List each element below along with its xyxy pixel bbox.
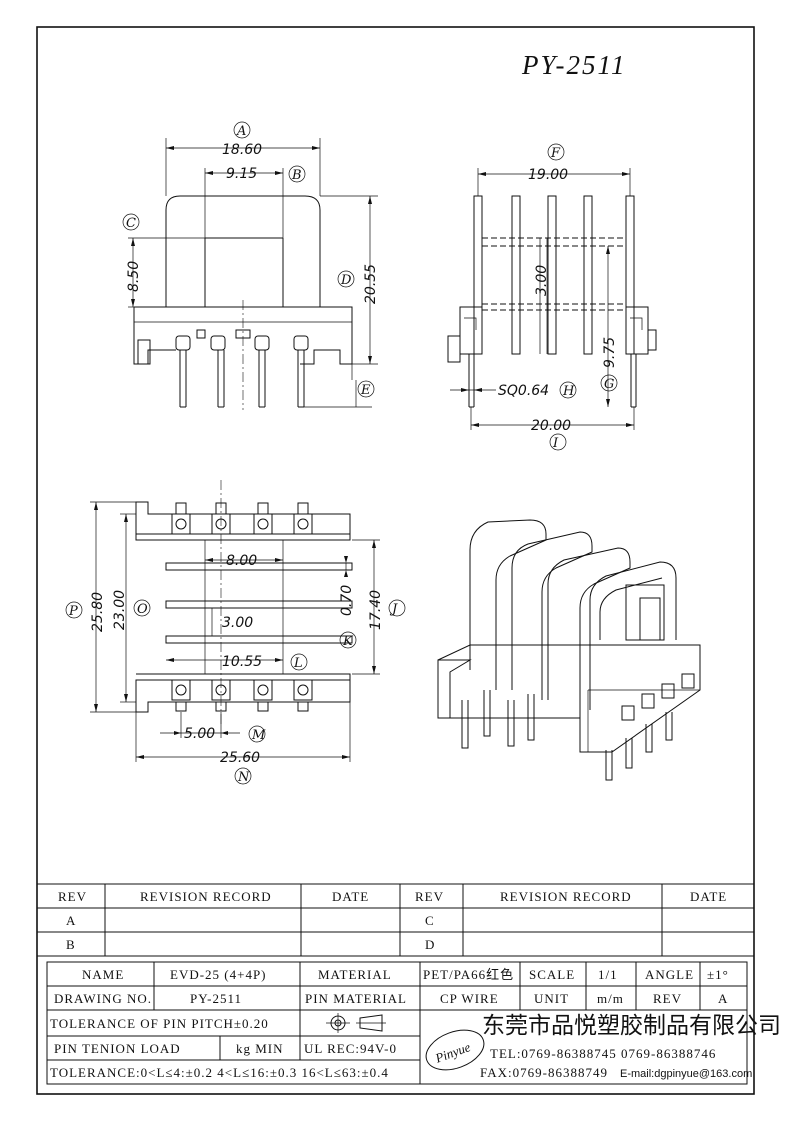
company-name-cn: 东莞市品悦塑胶制品有限公司 (482, 1012, 781, 1038)
dim-i-value: 20.00 (531, 418, 571, 434)
rev-label: REV (653, 991, 682, 1006)
scale-label: SCALE (529, 967, 575, 982)
spec-table: NAME EVD-25 (4+4P) MATERIAL PET/PA66红色 S… (46, 961, 781, 1085)
date-header: DATE (332, 889, 369, 904)
rev-a: A (66, 913, 76, 928)
scale-value: 1/1 (598, 967, 618, 982)
balloon-n: N (237, 770, 250, 785)
balloon-j: J (389, 602, 398, 617)
revision-record-header-2: REVISION RECORD (500, 889, 632, 904)
isometric-view (437, 519, 701, 781)
drawing-title: PY-2511 (521, 50, 627, 80)
balloon-p: P (68, 604, 78, 619)
balloon-e: E (360, 383, 371, 398)
drawing-no-label: DRAWING NO. (54, 991, 152, 1006)
dim-l-value: 10.55 (222, 654, 262, 670)
dim-c-value: 8.50 (126, 261, 142, 292)
company-fax: FAX:0769-86388749 (480, 1065, 608, 1080)
ul-rec: UL REC:94V-0 (304, 1041, 397, 1056)
svg-text:Pinyue: Pinyue (432, 1039, 472, 1066)
pin-tension-unit: kg MIN (236, 1041, 284, 1056)
dim-n-value: 25.60 (220, 750, 260, 766)
dim-k-value: 0.70 (339, 585, 355, 616)
dim-j-value: 17.40 (368, 590, 384, 630)
dim-b-value: 9.15 (226, 166, 257, 182)
balloon-l: L (293, 656, 303, 671)
front-view: 18.60 A 9.15 B 8.50 C 20.55 D E (122, 121, 379, 410)
material-value: PET/PA66红色 (423, 967, 514, 982)
tolerance-pitch: TOLERANCE OF PIN PITCH±0.20 (50, 1016, 269, 1031)
rev-c: C (425, 913, 435, 928)
angle-value: ±1° (707, 967, 729, 982)
dim-f-value: 19.00 (528, 167, 568, 183)
balloon-d: D (340, 273, 352, 288)
balloon-a: A (236, 124, 246, 139)
company-email: E-mail:dgpinyue@163.com (620, 1068, 752, 1080)
unit-label: UNIT (534, 991, 569, 1006)
rev-d: D (425, 937, 435, 952)
balloon-k: K (342, 634, 354, 649)
material-label: MATERIAL (318, 967, 392, 982)
name-label: NAME (82, 967, 124, 982)
dim-a-value: 18.60 (222, 142, 262, 158)
dim-p-value: 25.80 (90, 592, 106, 632)
balloon-h: H (562, 384, 575, 399)
dim-m-value: 5.00 (184, 726, 215, 742)
balloon-b: B (291, 168, 302, 183)
drawing-no-value: PY-2511 (190, 991, 242, 1006)
dim-d-value: 20.55 (363, 264, 379, 304)
balloon-o: O (137, 602, 148, 617)
dim-h-value: SQ0.64 (498, 383, 549, 399)
tolerance-line: TOLERANCE:0<L≤4:±0.2 4<L≤16:±0.3 16<L≤63… (50, 1065, 389, 1080)
dim-g-value: 9.75 (602, 337, 618, 368)
unit-value: m/m (597, 991, 624, 1006)
sheet-border (36, 26, 755, 1095)
pin-tension-label: PIN TENION LOAD (54, 1041, 181, 1056)
angle-label: ANGLE (645, 967, 694, 982)
top-view: 8.00 3.00 10.55 L 17.40 J 0.70 K 23.00 O (65, 480, 406, 785)
rev-header: REV (58, 889, 87, 904)
rev-value: A (718, 991, 728, 1006)
rev-header-2: REV (415, 889, 444, 904)
dim-top-inner-w: 8.00 (226, 553, 257, 569)
rev-b: B (66, 937, 76, 952)
balloon-c: C (126, 216, 136, 231)
dim-top-inner-gap: 3.00 (222, 615, 253, 631)
projection-symbol-icon (326, 1013, 386, 1033)
balloon-f: F (550, 146, 561, 161)
balloon-g: G (604, 377, 614, 392)
balloon-m: M (251, 728, 266, 743)
date-header-2: DATE (690, 889, 727, 904)
company-tel: TEL:0769-86388745 0769-86388746 (490, 1046, 716, 1061)
pin-material-label: PIN MATERIAL (305, 991, 407, 1006)
balloon-i: I (552, 436, 559, 451)
name-value: EVD-25 (4+4P) (170, 967, 267, 982)
revision-record-header: REVISION RECORD (140, 889, 272, 904)
dim-side-inner-value: 3.00 (534, 265, 550, 296)
side-view: 19.00 F 3.00 9.75 G SQ0.64 H 20.00 I (447, 143, 657, 451)
pin-material-value: CP WIRE (440, 991, 499, 1006)
revision-table: REV REVISION RECORD DATE REV REVISION RE… (36, 883, 755, 957)
dim-o-value: 23.00 (112, 590, 128, 630)
